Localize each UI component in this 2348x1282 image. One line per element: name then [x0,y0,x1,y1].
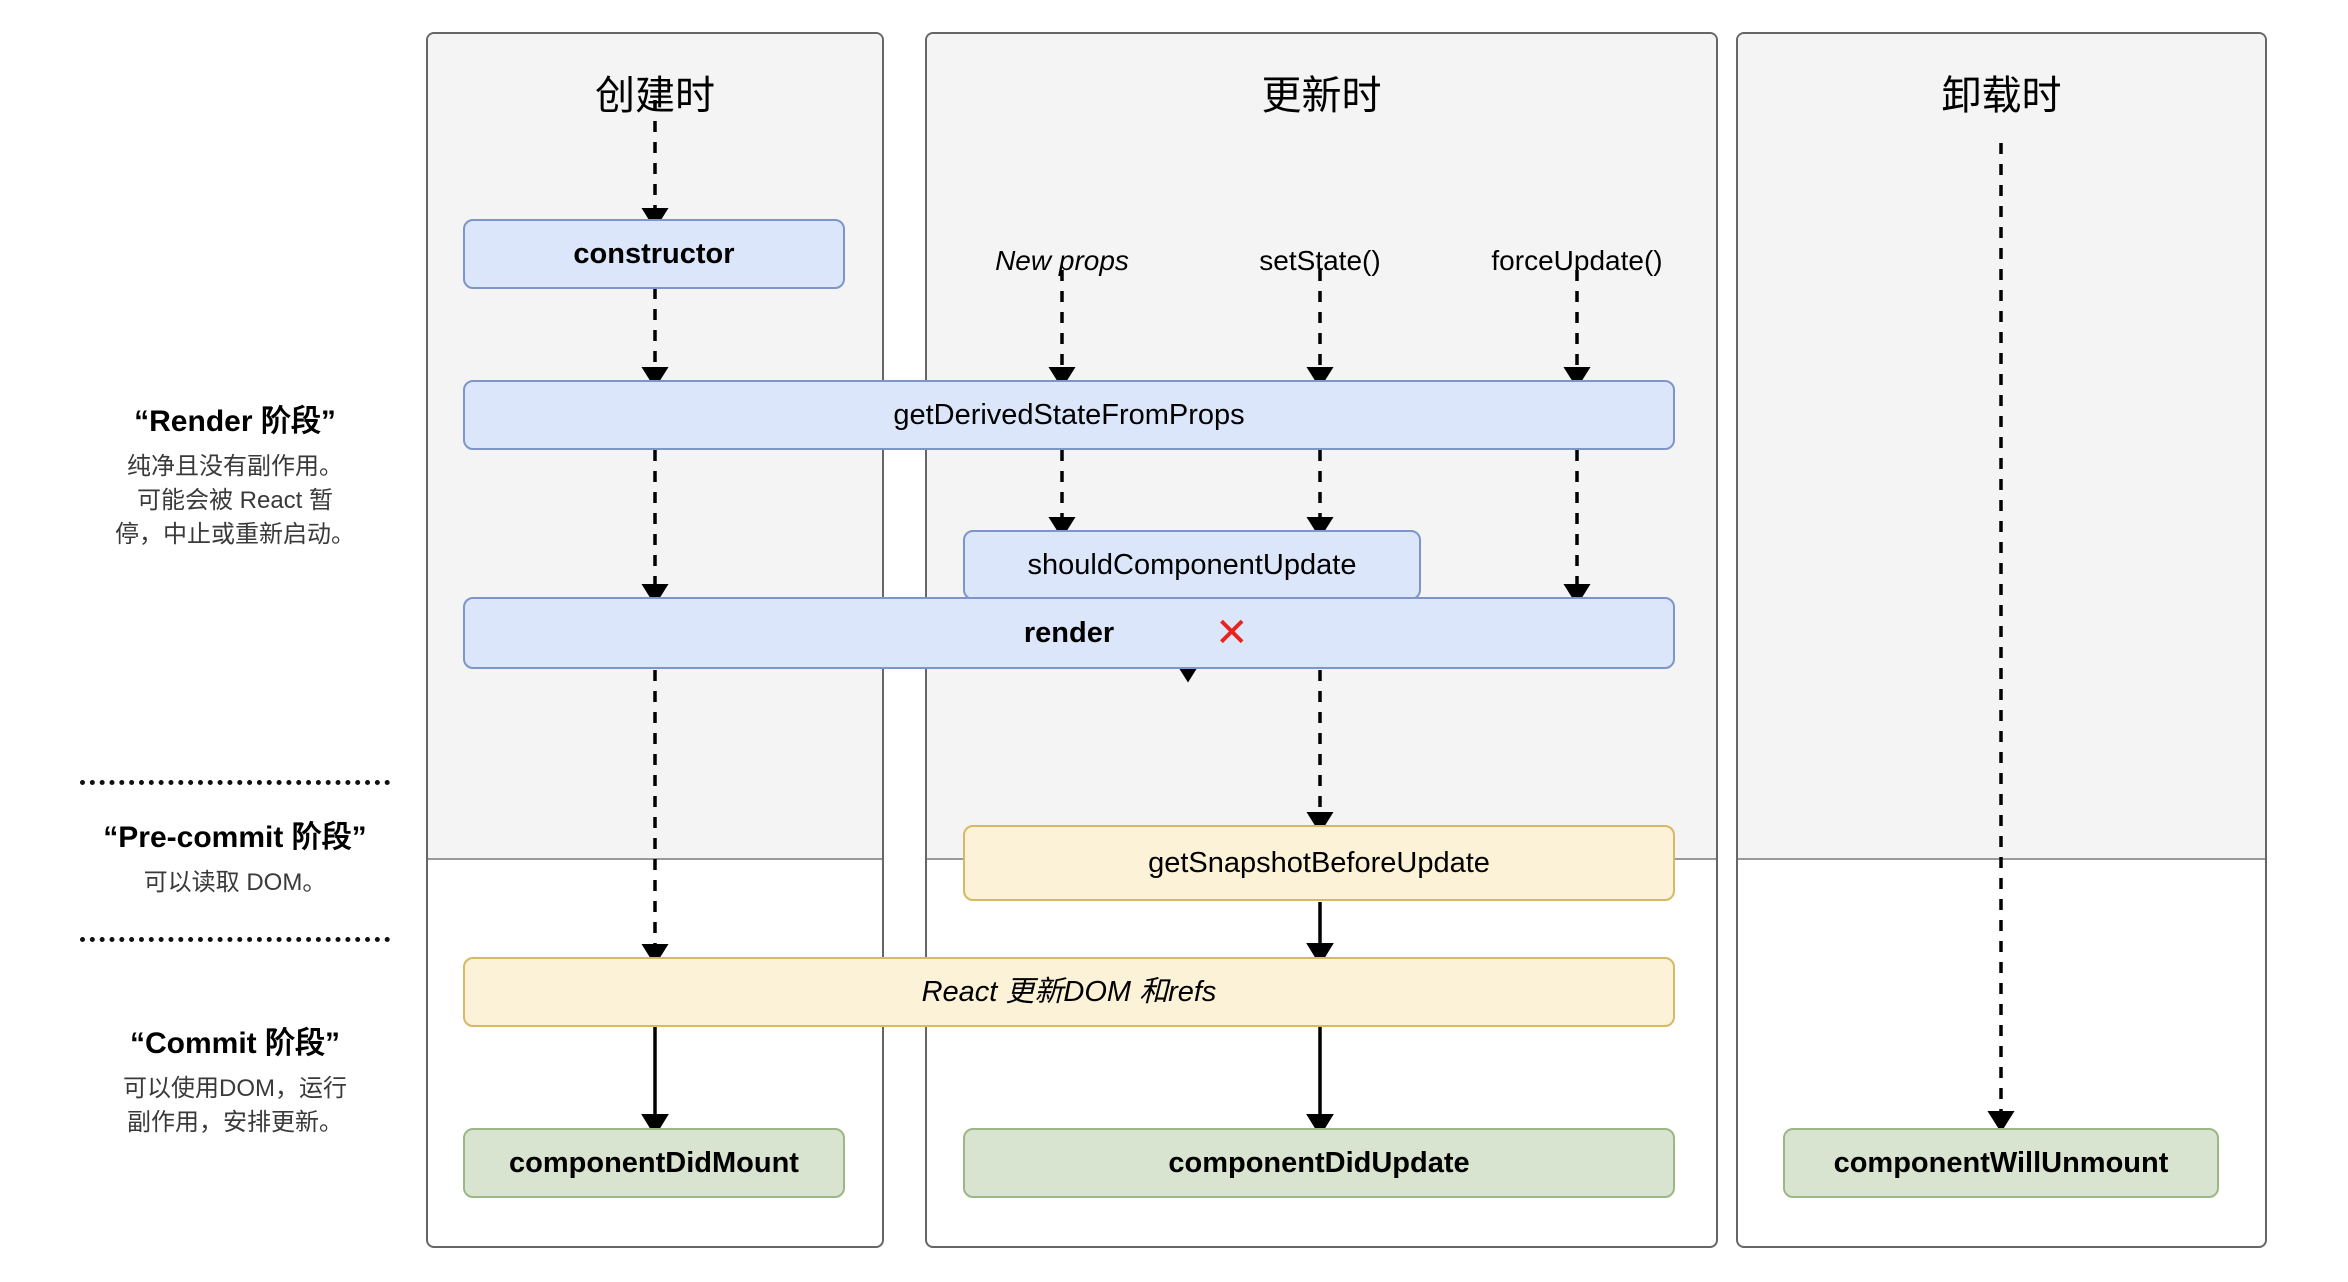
column-title-mount: 创建时 [595,74,715,118]
panel-phase-divider-mount [428,858,882,860]
legend-title-commit-phase: “Commit 阶段” [130,1027,340,1060]
node-render[interactable]: render [463,597,1675,669]
panel-render-region-unmount [1738,34,2265,860]
legend-title-pre-commit-phase: “Pre-commit 阶段” [103,821,367,854]
node-should-component-update[interactable]: shouldComponentUpdate [963,530,1421,600]
node-component-did-update[interactable]: componentDidUpdate [963,1128,1675,1198]
node-constructor[interactable]: constructor [463,219,845,289]
node-component-will-unmount[interactable]: componentWillUnmount [1783,1128,2219,1198]
abort-x-icon: ✕ [1215,610,1249,656]
legend-commit-phase: “Commit 阶段” 可以使用DOM，运行 副作用，安排更新。 [60,1018,410,1140]
node-get-derived-state-from-props[interactable]: getDerivedStateFromProps [463,380,1675,450]
column-panel-unmount [1736,32,2267,1248]
legend-desc-pre-commit-phase: 可以读取 DOM。 [143,869,327,896]
legend-title-render-phase: “Render 阶段” [134,405,336,438]
trigger-label-new-props: New props [995,245,1129,276]
node-get-snapshot-before-update[interactable]: getSnapshotBeforeUpdate [963,825,1675,901]
panel-phase-divider-unmount [1738,858,2265,860]
node-react-updates-dom-and-refs[interactable]: React 更新DOM 和refs [463,957,1675,1027]
column-title-update: 更新时 [1261,74,1382,118]
trigger-label-force-update: forceUpdate() [1491,245,1663,276]
trigger-label-set-state: setState() [1259,245,1381,276]
legend-desc-render-phase: 纯净且没有副作用。 可能会被 React 暂 停，中止或重新启动。 [115,453,355,549]
legend-divider-top [80,780,390,785]
legend-render-phase: “Render 阶段” 纯净且没有副作用。 可能会被 React 暂 停，中止或… [60,396,410,552]
node-component-did-mount[interactable]: componentDidMount [463,1128,845,1198]
legend-desc-commit-phase: 可以使用DOM，运行 副作用，安排更新。 [123,1075,347,1137]
column-title-unmount: 卸载时 [1941,74,2062,118]
legend-divider-bottom [80,937,390,942]
legend-pre-commit-phase: “Pre-commit 阶段” 可以读取 DOM。 [60,812,410,900]
